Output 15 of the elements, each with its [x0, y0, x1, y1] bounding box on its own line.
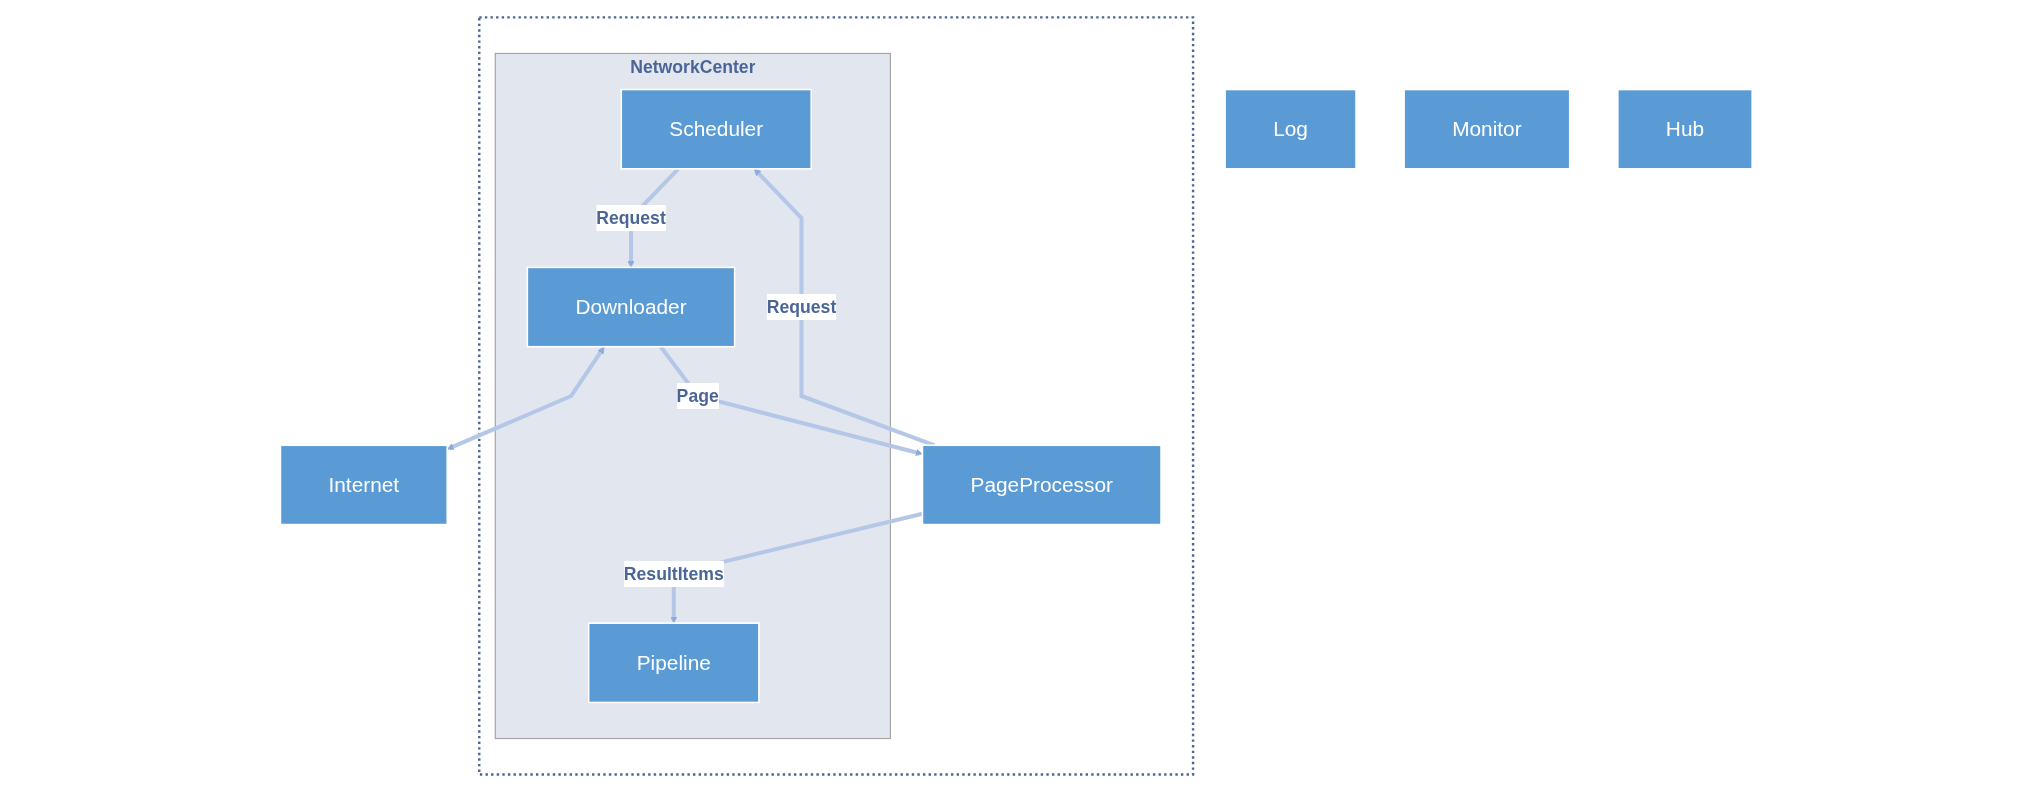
edge-label: Page	[676, 385, 719, 406]
edge-label: Request	[595, 207, 666, 228]
node-box: Monitor	[1403, 88, 1571, 170]
arrow	[658, 345, 923, 456]
edge-label: ResultItems	[623, 563, 724, 584]
node-box: Pipeline	[587, 621, 760, 703]
node-box: Scheduler	[620, 88, 812, 170]
node-box: Hub	[1616, 88, 1753, 170]
arrow	[446, 346, 605, 450]
node-box: Internet	[279, 443, 448, 525]
node-box: Log	[1224, 88, 1357, 170]
node-box: Downloader	[526, 266, 736, 348]
node-box: PageProcessor	[921, 443, 1162, 525]
cluster	[477, 15, 1194, 776]
edge-label: Request	[766, 296, 836, 317]
